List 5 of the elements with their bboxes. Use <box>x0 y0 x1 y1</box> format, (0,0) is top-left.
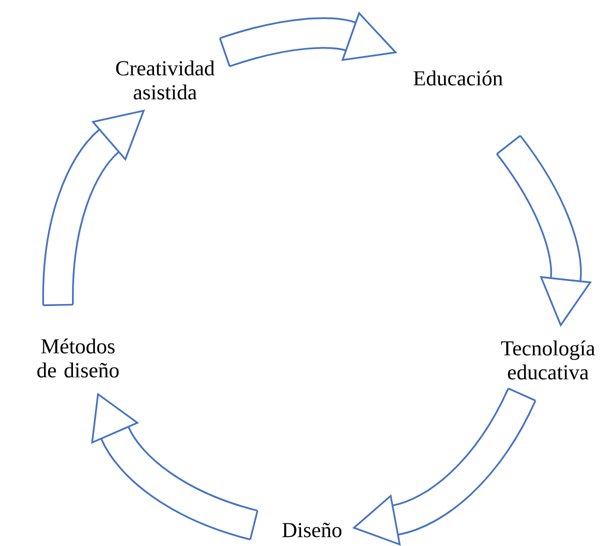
node-label: Tecnología educativa <box>501 340 595 380</box>
node-label: Creatividad asistida <box>116 60 215 100</box>
node-label: Educación <box>414 70 503 86</box>
node-label: Diseño <box>282 522 342 538</box>
node-label: Métodos de diseño <box>37 338 119 378</box>
